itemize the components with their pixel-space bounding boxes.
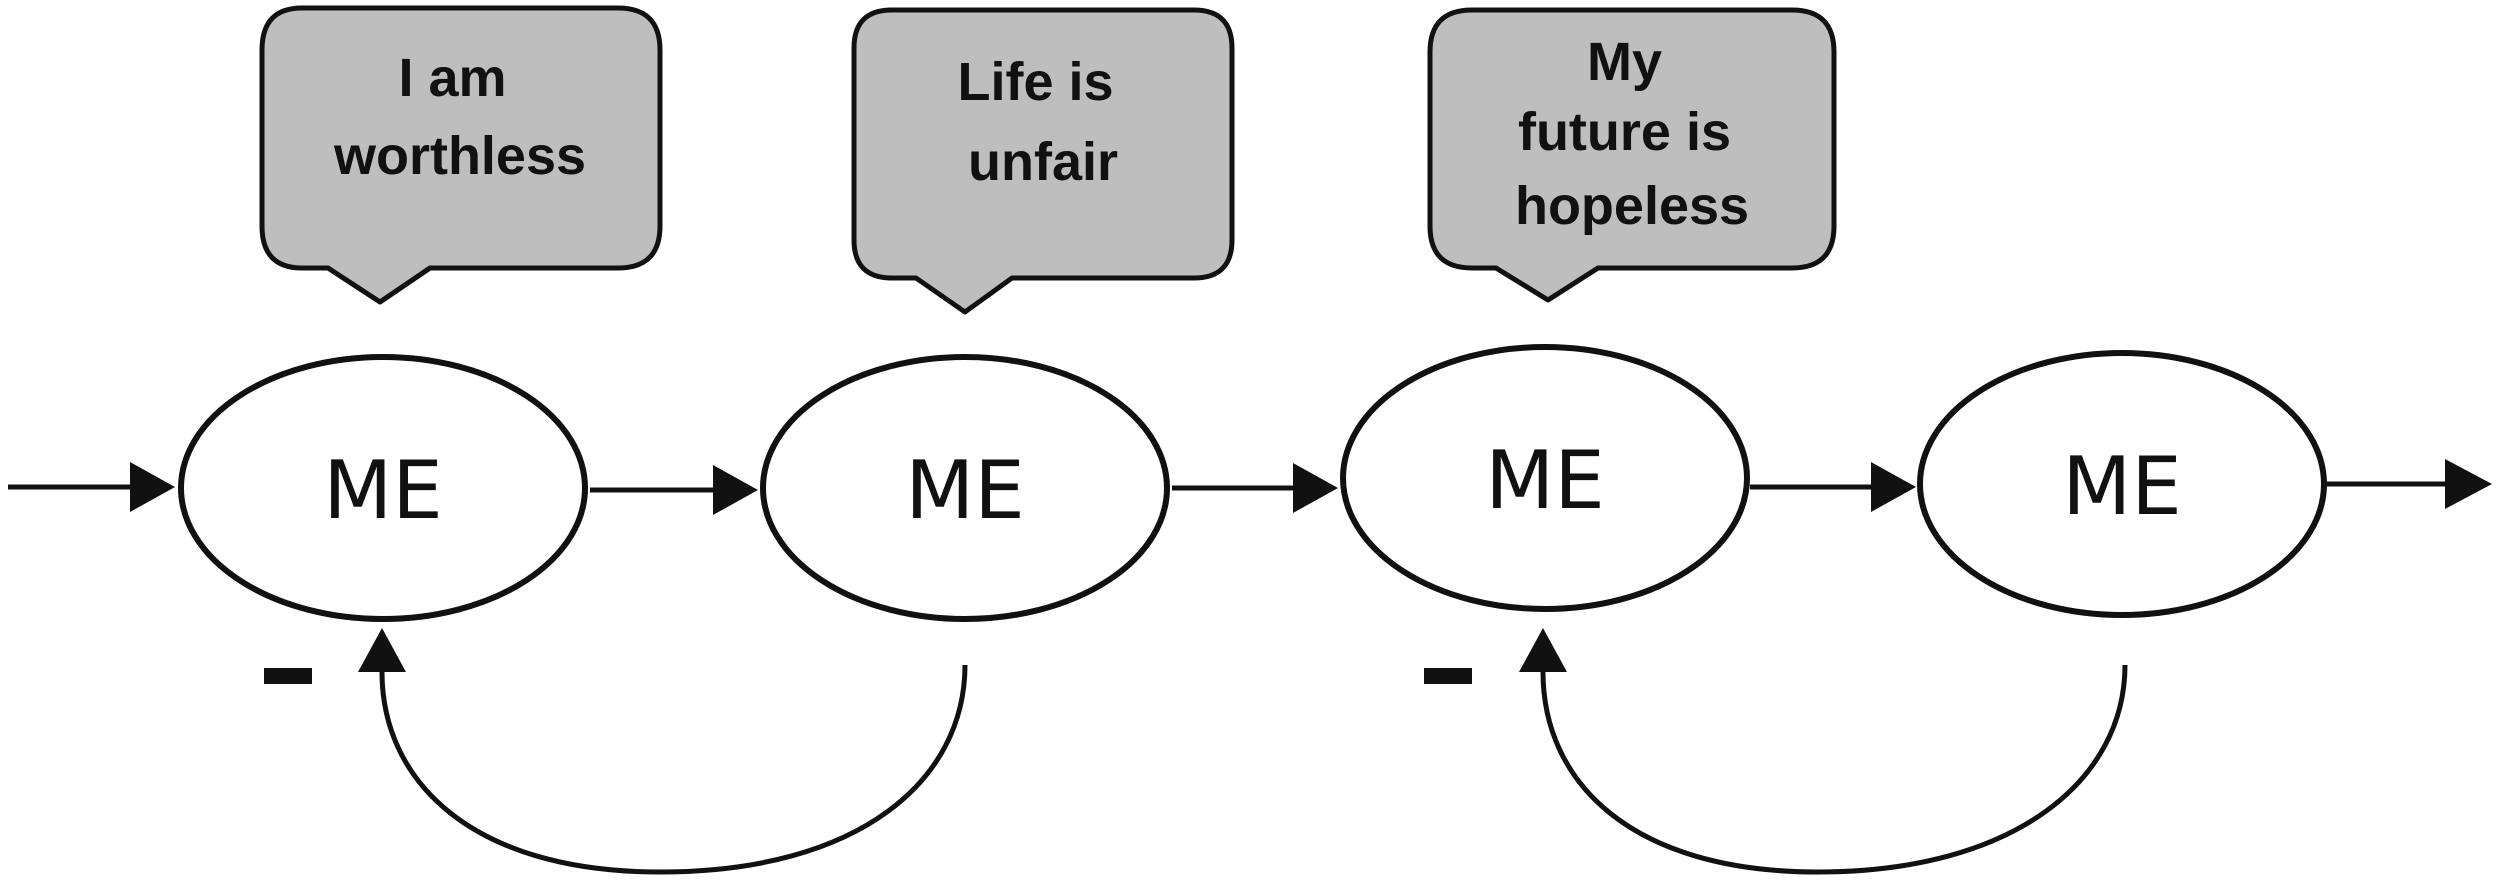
thought-bubble-3-shape: [1427, 7, 1837, 303]
thought-bubble-2-line-1: Life is: [957, 52, 1113, 112]
me-node-1-ellipse: [178, 354, 588, 622]
thought-bubble-3: My future is hopeless: [1427, 7, 1837, 303]
thought-bubble-1: I am worthless: [259, 5, 663, 305]
thought-bubble-1-shape: [259, 5, 663, 305]
thought-bubble-1-line-1: I am: [398, 48, 506, 108]
thought-bubble-3-line-1: My: [1587, 32, 1662, 92]
thought-bubble-3-text: My future is hopeless: [1515, 32, 1749, 236]
me-node-2-label: ME: [905, 444, 1025, 537]
me-node-4-label: ME: [2062, 440, 2182, 533]
feedback-loop-2-arrowhead: [1519, 628, 1567, 672]
outgoing-arrowhead: [2445, 459, 2492, 509]
me-node-3: ME: [1340, 344, 1750, 612]
thought-bubble-3-line-2: future is: [1518, 102, 1731, 162]
me-node-4: ME: [1917, 350, 2327, 618]
feedback-loop-2-curve: [1540, 664, 2128, 875]
me-node-4-ellipse: [1917, 350, 2327, 618]
me-node-3-ellipse: [1340, 344, 1750, 612]
flow-arrows: [8, 459, 2492, 515]
feedback-loop-1-curve: [379, 664, 968, 875]
me-node-1-label: ME: [323, 444, 443, 537]
me-node-2-ellipse: [760, 354, 1170, 622]
feedback-loop-2-minus-sign: [1424, 668, 1472, 684]
feedback-loop-2: [1424, 628, 2128, 875]
me-node-1: ME: [178, 354, 588, 622]
thought-bubble-2-line-2: unfair: [968, 132, 1118, 192]
thought-bubble-1-text: I am worthless: [333, 48, 586, 186]
feedback-loop-1-arrowhead: [358, 628, 406, 672]
incoming-arrowhead: [130, 462, 175, 512]
thought-bubble-3-line-3: hopeless: [1515, 176, 1749, 236]
me-node-2: ME: [760, 354, 1170, 622]
thought-bubble-2-text: Life is unfair: [957, 52, 1128, 192]
me-node-3-label: ME: [1485, 434, 1605, 527]
arrow-1-to-2-head: [713, 465, 758, 515]
feedback-loop-1-minus-sign: [264, 668, 312, 684]
thought-bubble-1-line-2: worthless: [333, 126, 586, 186]
thought-bubble-2-shape: [851, 7, 1235, 315]
arrow-3-to-4-head: [1871, 462, 1916, 512]
feedback-loop-1: [264, 628, 968, 875]
thought-bubble-2: Life is unfair: [851, 7, 1235, 315]
arrow-2-to-3-head: [1293, 463, 1338, 513]
